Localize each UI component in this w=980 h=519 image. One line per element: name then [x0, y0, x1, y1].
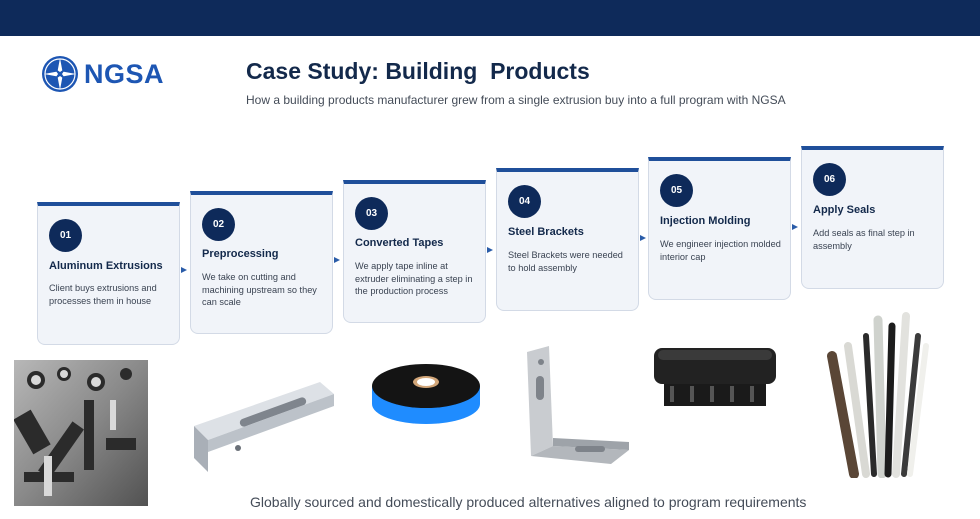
- converted-tape-roll-image: [372, 364, 480, 424]
- step-title: Converted Tapes: [355, 237, 444, 249]
- step-description: Add seals as final step in assembly: [813, 228, 915, 251]
- step-card-converted-tapes: 03 Converted Tapes We apply tape inline …: [343, 180, 486, 323]
- page-subtitle: How a building products manufacturer gre…: [246, 93, 786, 107]
- step-description: We apply tape inline at extruder elimina…: [355, 261, 473, 296]
- injection-molded-cap-image: [654, 348, 776, 406]
- step-title: Injection Molding: [660, 215, 751, 227]
- arrow-right-icon: [487, 247, 493, 253]
- step-number-badge: 03: [355, 197, 388, 230]
- machined-aluminum-part-image: [194, 382, 334, 472]
- step-card-injection-molding: 05 Injection Molding We engineer injecti…: [648, 157, 791, 300]
- page-title: Case Study: Building Products: [246, 58, 590, 84]
- step-number-badge: 01: [49, 219, 82, 252]
- top-banner: [0, 0, 980, 36]
- step-number-badge: 06: [813, 163, 846, 196]
- step-number-badge: 02: [202, 208, 235, 241]
- step-title: Steel Brackets: [508, 226, 584, 238]
- arrow-right-icon: [792, 224, 798, 230]
- arrow-right-icon: [640, 235, 646, 241]
- step-description: Client buys extrusions and processes the…: [49, 283, 157, 306]
- arrow-right-icon: [181, 267, 187, 273]
- step-card-aluminum-extrusions: 01 Aluminum Extrusions Client buys extru…: [37, 202, 180, 345]
- step-card-apply-seals: 06 Apply Seals Add seals as final step i…: [801, 146, 944, 289]
- step-card-preprocessing: 02 Preprocessing We take on cutting and …: [190, 191, 333, 334]
- aluminum-extrusions-image: [14, 360, 148, 506]
- steel-bracket-image: [527, 346, 629, 464]
- step-number-badge: 05: [660, 174, 693, 207]
- step-title: Apply Seals: [813, 204, 876, 216]
- step-title: Preprocessing: [202, 248, 279, 260]
- footer-text: Globally sourced and domestically produc…: [250, 494, 807, 510]
- step-description: Steel Brackets were needed to hold assem…: [508, 250, 623, 273]
- step-title: Aluminum Extrusions: [49, 260, 163, 272]
- ngsa-logo: NGSA: [40, 54, 164, 94]
- compass-star-icon: [42, 56, 78, 92]
- step-description: We engineer injection molded interior ca…: [660, 239, 781, 262]
- logo-text: NGSA: [84, 58, 165, 89]
- step-number-badge: 04: [508, 185, 541, 218]
- step-card-steel-brackets: 04 Steel Brackets Steel Brackets were ne…: [496, 168, 639, 311]
- seal-profiles-image: [827, 312, 929, 478]
- arrow-right-icon: [334, 257, 340, 263]
- step-description: We take on cutting and machining upstrea…: [202, 272, 317, 307]
